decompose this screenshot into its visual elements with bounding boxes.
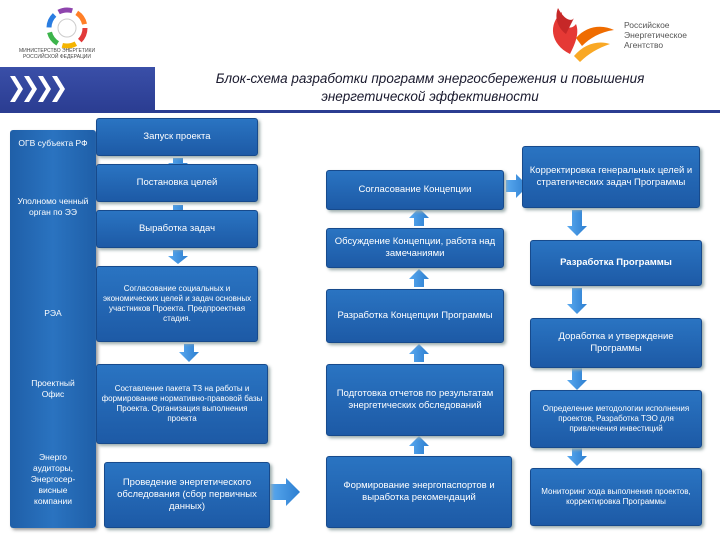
sidebar-item-energy-auditors: Энерго аудиторы, Энергосер-висные компан…	[30, 452, 76, 506]
box-concept-approval: Согласование Концепции	[326, 170, 504, 210]
sidebar-item-authorized-body: Уполномо ченный орган по ЭЭ	[17, 196, 89, 217]
arrow-survey-to-passports	[270, 478, 300, 506]
box-energy-passports: Формирование энергопаспортов и выработка…	[326, 456, 512, 528]
box-concept-development: Разработка Концепции Программы	[326, 289, 504, 343]
rea-logo-line3: Агентство	[624, 40, 664, 50]
box-program-approval: Доработка и утверждение Программы	[530, 318, 702, 368]
title-line-2: энергетической эффективности	[321, 89, 539, 104]
title-bar-line	[0, 110, 720, 113]
box-energy-survey: Проведение энергетического обследования …	[104, 462, 270, 528]
title-bar-strip	[0, 67, 155, 111]
rea-logo-line2: Энергетическое	[624, 30, 687, 40]
box-goal-setting: Постановка целей	[96, 164, 258, 202]
sidebar-item-rea: РЭА	[44, 308, 62, 318]
box-tz-package: Составление пакета ТЗ на работы и формир…	[96, 364, 268, 444]
box-methodology: Определение методологии исполнения проек…	[530, 390, 702, 448]
title-line-1: Блок-схема разработки программ энергосбе…	[215, 71, 645, 86]
column3-arrows	[567, 210, 587, 466]
rea-logo-text: Российское Энергетическое Агентство	[624, 20, 687, 50]
participants-sidebar: ОГВ субъекта РФ Уполномо ченный орган по…	[10, 130, 96, 528]
ministry-energy-logo-icon	[46, 7, 88, 49]
arrow-concept-to-correction	[506, 174, 528, 198]
box-task-development: Выработка задач	[96, 210, 258, 248]
page-title: Блок-схема разработки программ энергосбе…	[160, 70, 700, 106]
chevrons-icon	[10, 76, 65, 102]
box-survey-reports: Подготовка отчетов по результатам энерге…	[326, 364, 504, 436]
box-pre-project-stage: Согласование социальных и экономических …	[96, 266, 258, 342]
box-project-launch: Запуск проекта	[96, 118, 258, 156]
box-goals-correction: Корректировка генеральных целей и страте…	[522, 146, 700, 208]
rea-logo-line1: Российское	[624, 20, 670, 30]
box-program-development: Разработка Программы	[530, 240, 702, 286]
box-concept-discussion: Обсуждение Концепции, работа над замечан…	[326, 228, 504, 268]
sidebar-item-ogv: ОГВ субъекта РФ	[18, 138, 88, 148]
rea-phoenix-logo-icon	[552, 8, 614, 62]
ministry-logo-text: МИНИСТЕРСТВО ЭНЕРГЕТИКИ РОССИЙСКОЙ ФЕДЕР…	[18, 48, 96, 60]
column2-arrows	[409, 208, 429, 454]
box-monitoring: Мониторинг хода выполнения проектов, кор…	[530, 468, 702, 526]
sidebar-item-project-office: Проектный Офис	[31, 378, 75, 399]
